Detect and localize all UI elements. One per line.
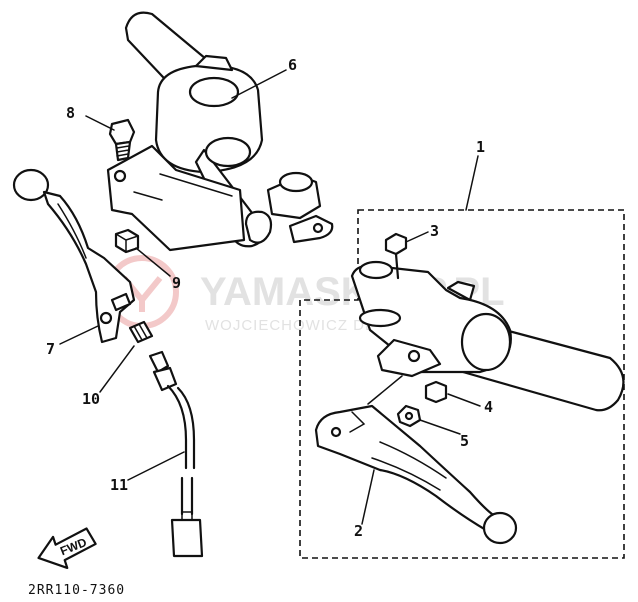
callout-10: 10 — [82, 390, 100, 408]
callout-2: 2 — [354, 522, 363, 540]
callout-9: 9 — [172, 274, 181, 292]
callout-1: 1 — [476, 138, 485, 156]
part-4-nut — [424, 380, 448, 404]
diagram-code: 2RR110-7360 — [28, 583, 125, 598]
part-2-brake-lever — [314, 404, 518, 545]
callout-3: 3 — [430, 222, 439, 240]
callout-5: 5 — [460, 432, 469, 450]
callout-4: 4 — [484, 398, 493, 416]
part-10-pin — [128, 320, 154, 344]
part-3-bolt — [384, 232, 408, 280]
callout-numbers: 1 2 3 4 5 6 7 8 9 10 11 — [46, 56, 493, 540]
fwd-arrow-shape — [37, 527, 97, 570]
right-master-cylinder — [350, 260, 625, 412]
leader-lines — [59, 69, 481, 525]
callout-6: 6 — [288, 56, 297, 74]
part-1-assembly-box — [299, 209, 625, 559]
callout-11: 11 — [110, 476, 128, 494]
callout-8: 8 — [66, 104, 75, 122]
part-8-bolt — [108, 118, 136, 162]
part-9-nut — [114, 228, 140, 254]
part-5-washer — [396, 404, 422, 428]
part-11-switch-cable — [148, 350, 204, 558]
part-6-left-bracket-assembly — [106, 11, 334, 252]
part-7-left-lever — [12, 168, 136, 344]
fwd-arrow: FWD — [37, 527, 97, 570]
callout-7: 7 — [46, 340, 55, 358]
